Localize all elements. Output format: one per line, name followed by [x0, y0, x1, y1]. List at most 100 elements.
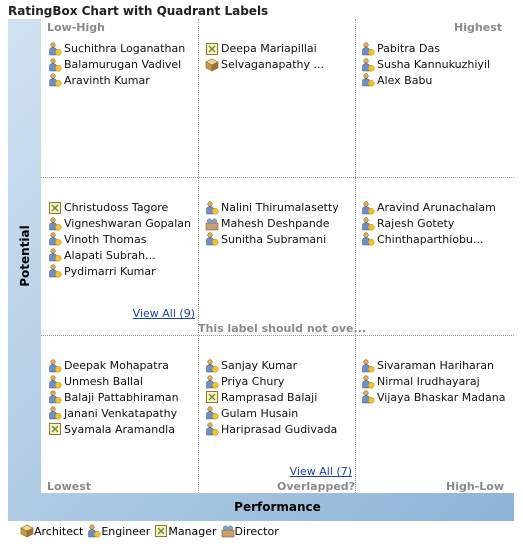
engineer-icon	[361, 390, 375, 405]
rating-item[interactable]: Sanjay Kumar	[205, 358, 337, 374]
rating-item[interactable]: Alapati Subrah...	[48, 247, 191, 263]
engineer-icon	[361, 359, 375, 373]
engineer-icon	[205, 375, 219, 389]
rating-item[interactable]: Nirmal Irudhayaraj	[361, 374, 505, 390]
rating-item-name: Nalini Thirumalasetty	[221, 201, 339, 215]
rating-item[interactable]: Sunitha Subramani	[205, 232, 339, 248]
rating-item[interactable]: Vinoth Thomas	[48, 232, 191, 248]
rating-item[interactable]: Deepak Mohapatra	[48, 358, 179, 374]
engineer-icon	[48, 375, 62, 389]
rating-item-name: Pydimarri Kumar	[64, 264, 156, 278]
rating-item[interactable]: Gulam Husain	[205, 405, 337, 421]
rating-item-name: Alex Babu	[377, 73, 433, 87]
rating-item-name: Pabitra Das	[377, 42, 440, 56]
rating-item[interactable]: Suchithra Loganathan	[48, 41, 185, 57]
grid-line-vertical	[355, 19, 356, 493]
rating-item-name: Aravind Arunachalam	[377, 201, 496, 215]
engineer-icon	[361, 375, 375, 389]
rating-item[interactable]: Hariprasad Gudivada	[205, 421, 337, 437]
engineer-icon	[205, 359, 219, 373]
y-axis-label: Potential	[17, 225, 32, 287]
quadrant-label-bottom-middle: Overlapped?	[277, 480, 356, 493]
legend-item-architect: Architect	[20, 524, 83, 538]
rating-item[interactable]: Susha Kannukuzhiyil	[361, 57, 490, 73]
rating-item[interactable]: Chinthaparthiobu...	[361, 232, 496, 248]
manager-icon	[205, 390, 219, 404]
rating-item[interactable]: Aravinth Kumar	[48, 73, 185, 89]
rating-item[interactable]: Ramprasad Balaji	[205, 390, 337, 406]
rating-item-name: Deepak Mohapatra	[64, 359, 169, 373]
engineer-icon	[48, 58, 62, 72]
legend-label: Manager	[168, 524, 217, 538]
y-axis: Potential	[8, 19, 41, 493]
chart-title: RatingBox Chart with Quadrant Labels	[8, 4, 269, 18]
engineer-icon	[361, 58, 375, 72]
rating-item-name: Alapati Subrah...	[64, 248, 156, 262]
rating-item[interactable]: Pydimarri Kumar	[48, 263, 191, 279]
engineer-icon	[48, 232, 62, 247]
rating-item[interactable]: Syamala Aramandla	[48, 421, 179, 437]
engineer-icon	[205, 232, 219, 247]
rating-item[interactable]: Balamurugan Vadivel	[48, 57, 185, 73]
manager-icon	[205, 42, 219, 56]
grid-line-horizontal	[41, 335, 514, 336]
engineer-icon	[361, 201, 375, 215]
rating-item[interactable]: Vigneshwaran Gopalan	[48, 216, 191, 232]
engineer-icon	[48, 390, 62, 405]
rating-item[interactable]: Pabitra Das	[361, 41, 490, 57]
quadrant-label-bottom-right: High-Low	[446, 480, 504, 493]
engineer-icon	[87, 524, 101, 538]
rating-item[interactable]: Unmesh Ballal	[48, 374, 179, 390]
rating-item[interactable]: Deepa Mariapillai	[205, 41, 324, 57]
rating-item[interactable]: Mahesh Deshpande	[205, 216, 339, 232]
rating-item-name: Sanjay Kumar	[221, 359, 298, 373]
grid-line-horizontal	[41, 177, 514, 178]
rating-item-name: Nirmal Irudhayaraj	[377, 375, 480, 389]
rating-item-name: Vinoth Thomas	[64, 232, 147, 246]
rating-item[interactable]: Janani Venkatapathy	[48, 405, 179, 421]
engineer-icon	[205, 201, 219, 215]
engineer-icon	[361, 73, 375, 88]
rating-item[interactable]: Sivaraman Hariharan	[361, 358, 505, 374]
rating-item-name: Unmesh Ballal	[64, 375, 143, 389]
legend-item-engineer: Engineer	[87, 524, 150, 538]
legend-label: Director	[234, 524, 279, 538]
engineer-icon	[48, 359, 62, 373]
rating-item[interactable]: Christudoss Tagore	[48, 200, 191, 216]
quadrant-label-top-left: Low-High	[47, 21, 105, 34]
rating-item[interactable]: Selvaganapathy ...	[205, 57, 324, 73]
rating-item-name: Priya Chury	[221, 375, 285, 389]
rating-item-name: Vigneshwaran Gopalan	[64, 217, 191, 231]
engineer-icon	[48, 42, 62, 56]
rating-item[interactable]: Alex Babu	[361, 73, 490, 89]
engineer-icon	[361, 42, 375, 56]
rating-item-name: Aravinth Kumar	[64, 73, 150, 87]
rating-item-name: Gulam Husain	[221, 406, 299, 420]
rating-item[interactable]: Priya Chury	[205, 374, 337, 390]
view-all-link[interactable]: View All (7)	[289, 465, 352, 478]
engineer-icon	[48, 406, 62, 420]
legend-label: Architect	[34, 524, 84, 538]
rating-item[interactable]: Nalini Thirumalasetty	[205, 200, 339, 216]
rating-item[interactable]: Rajesh Gotety	[361, 216, 496, 232]
rating-item-name: Hariprasad Gudivada	[221, 422, 338, 436]
rating-item[interactable]: Vijaya Bhaskar Madana	[361, 390, 505, 406]
rating-item-name: Syamala Aramandla	[64, 422, 175, 436]
quadrant-label-bottom-left: Lowest	[47, 480, 91, 493]
rating-item[interactable]: Balaji Pattabhiraman	[48, 390, 179, 406]
view-all-link[interactable]: View All (9)	[132, 307, 195, 320]
rating-item-name: Sunitha Subramani	[221, 232, 327, 246]
engineer-icon	[361, 232, 375, 247]
rating-item-name: Balamurugan Vadivel	[64, 58, 182, 72]
legend-item-manager: Manager	[154, 524, 217, 538]
rating-item[interactable]: Aravind Arunachalam	[361, 200, 496, 216]
rating-item-name: Janani Venkatapathy	[64, 406, 178, 420]
rating-item-name: Susha Kannukuzhiyil	[377, 58, 490, 72]
architect-icon	[20, 524, 34, 538]
